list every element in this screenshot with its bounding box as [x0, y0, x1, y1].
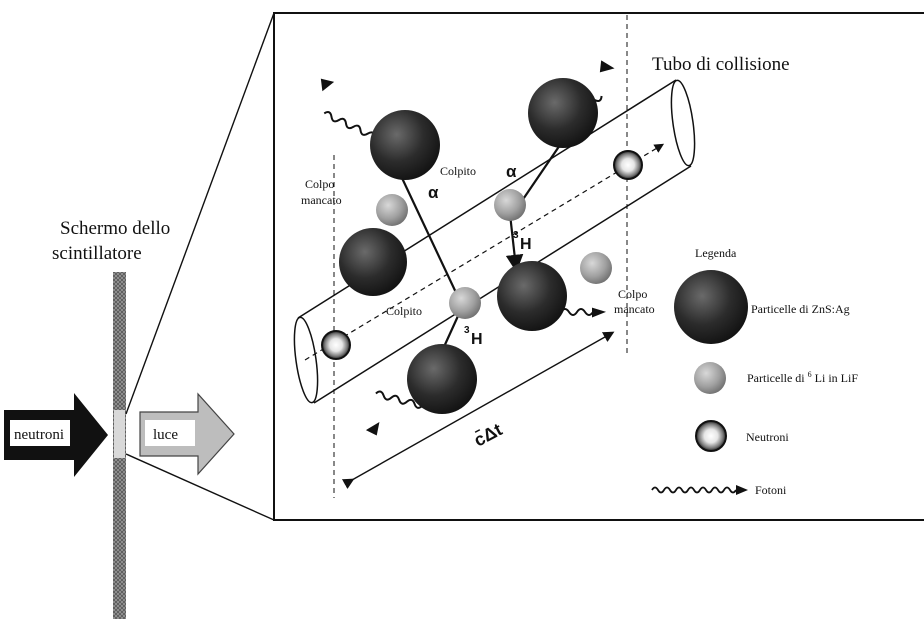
legend-li6-icon [694, 362, 726, 394]
tritium-mass-lower: 3 [464, 325, 470, 336]
colpo-mancato-right-1: Colpo [618, 287, 647, 301]
luce-arrow-label: luce [153, 427, 178, 443]
time-delta-label: c̄Δt [470, 419, 505, 450]
legend-neutron-label: Neutroni [746, 430, 789, 444]
tritium-symbol-lower: H [471, 331, 483, 348]
legend-neutron-icon [695, 420, 727, 452]
colpito-mid-label: Colpito [386, 304, 422, 318]
tritium-mass-upper: 3 [513, 230, 519, 241]
legend-photon-label: Fotoni [755, 483, 787, 497]
neutron-particles [321, 150, 643, 360]
colpo-mancato-left-1: Colpo [305, 177, 334, 191]
zoom-panel [273, 12, 924, 521]
neutroni-arrow-label: neutroni [14, 427, 64, 443]
li6-particles [376, 189, 612, 319]
legend-li6-label: Particelle di 6 Li in LiF [747, 370, 858, 385]
legend-zns-label: Particelle di ZnS:Ag [751, 302, 850, 316]
legend-photon-icon [651, 486, 737, 494]
legend-zns-icon [674, 270, 748, 344]
alpha-label-left: α [428, 183, 439, 202]
alpha-label-right: α [506, 162, 517, 181]
tube-title: Tubo di collisione [652, 54, 790, 75]
screen-hit-spot [114, 410, 125, 458]
colpo-mancato-right-2: mancato [614, 302, 655, 316]
tritium-symbol-upper: H [520, 236, 532, 253]
colpito-top-label: Colpito [440, 164, 476, 178]
screen-label-line2: scintillatore [52, 243, 142, 264]
colpo-mancato-left-2: mancato [301, 193, 342, 207]
zns-particles [339, 78, 598, 414]
legend-title: Legenda [695, 246, 737, 260]
screen-label-line1: Schermo dello [60, 218, 170, 239]
